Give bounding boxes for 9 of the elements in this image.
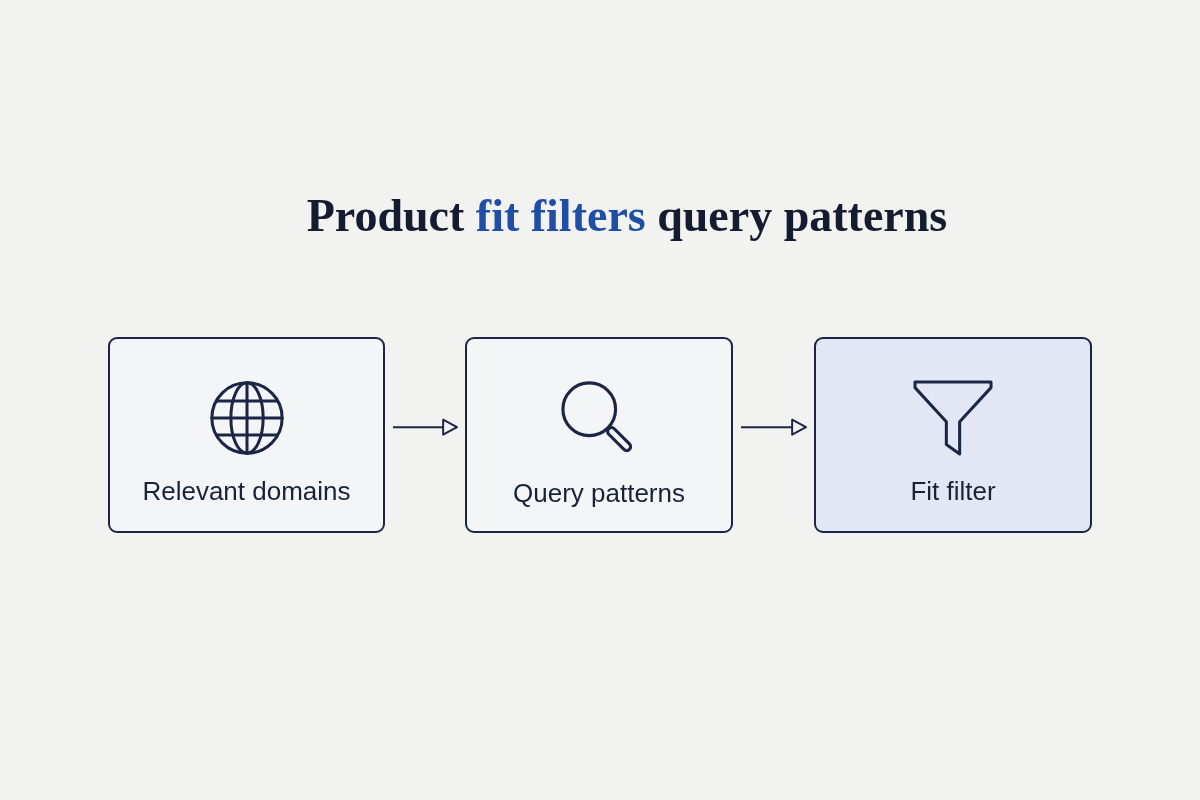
step-label: Relevant domains <box>141 476 352 508</box>
diagram-title: Product fit filters query patterns <box>306 189 948 243</box>
step-label: Query patterns <box>512 478 686 510</box>
process-box <box>814 337 1092 533</box>
arrow <box>740 418 807 436</box>
arrow <box>392 418 458 436</box>
process-box <box>465 337 733 533</box>
process-box <box>108 337 385 533</box>
step-label: Fit filter <box>909 476 997 508</box>
